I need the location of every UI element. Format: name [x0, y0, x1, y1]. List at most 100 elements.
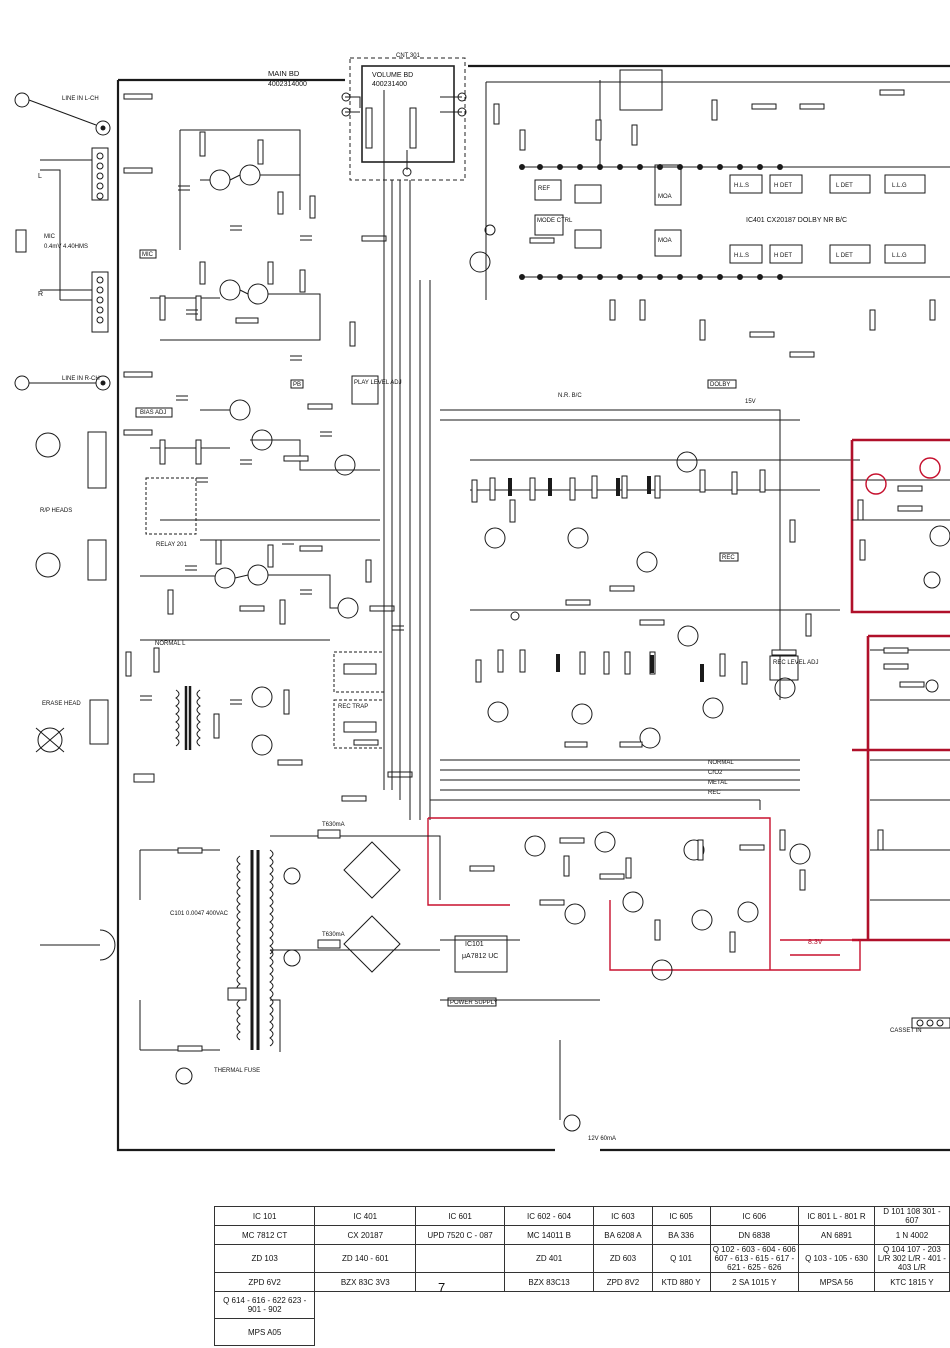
moa-label-lower: MOA — [658, 238, 672, 244]
mic-socket — [15, 229, 27, 253]
v83-label: 8.3V — [808, 939, 823, 946]
table-cell: ZD 401 — [503, 1244, 595, 1273]
llg-label-upper: L.L.G — [892, 183, 907, 189]
table-cell: MPS A05 — [213, 1318, 316, 1346]
volume-pots — [341, 92, 467, 177]
c101-label: C101 0.0047 400VAC — [170, 911, 229, 917]
table-row: ZPD 6V2 BZX 83C 3V3 BZX 83C13 ZPD 8V2 KT… — [213, 1272, 950, 1292]
table-cell: Q 614 - 616 - 622 623 - 901 - 902 — [213, 1291, 316, 1319]
ldet-label-upper: L DET — [836, 183, 853, 189]
bus-lines — [117, 80, 860, 1150]
table-cell: BZX 83C13 — [503, 1272, 595, 1292]
mode-cro2-label: CrO2 — [708, 770, 723, 776]
v12-label: 12V 60mA — [588, 1136, 616, 1142]
table-cell: Q 103 - 105 - 630 — [798, 1244, 875, 1273]
head-connector — [87, 431, 107, 489]
ic101-part-label: μA7812 UC — [462, 953, 498, 960]
ic401-dolby-section — [485, 69, 950, 300]
table-cell: KTD 880 Y — [651, 1272, 711, 1292]
dolby-label: DOLBY — [710, 382, 730, 388]
table-cell: IC 602 - 604 — [503, 1206, 595, 1226]
volume-board-number: 400231400 — [372, 81, 407, 88]
mode-normal-label: NORMAL — [708, 760, 734, 766]
cassette-in-label: CASSET IN — [890, 1028, 922, 1034]
table-row: MPS A05 — [213, 1318, 950, 1346]
table-cell: Q 104 107 - 203 L/R 302 L/R - 401 - 403 … — [873, 1244, 950, 1273]
ldet-label-lower: L DET — [836, 253, 853, 259]
page-number: 7 — [438, 1280, 446, 1295]
table-cell: IC 605 — [651, 1206, 711, 1226]
rec-amp-section — [484, 451, 796, 749]
table-cell: IC 601 — [415, 1206, 505, 1226]
rec-trap — [333, 699, 385, 749]
voltage-15v-label: 15V — [745, 399, 756, 405]
ic401-label: IC401 CX20187 DOLBY NR B/C — [746, 217, 847, 224]
main-board-label: MAIN BD — [268, 69, 300, 78]
table-cell: D 101 108 301 - 607 — [873, 1206, 950, 1226]
bias-oscillator-transformer — [175, 686, 201, 750]
rec-trap-label: REC TRAP — [338, 704, 368, 710]
hls-label-lower: H.L.S — [734, 253, 749, 259]
din-connector-r — [91, 271, 109, 333]
table-cell: AN 6891 — [798, 1225, 875, 1245]
table-row: IC 101 IC 401 IC 601 IC 602 - 604 IC 603… — [213, 1206, 950, 1226]
table-cell: IC 801 L - 801 R — [798, 1206, 875, 1226]
red-outline-sections — [427, 438, 950, 971]
power-supply — [40, 835, 600, 1132]
mode-rec-label: REC — [708, 790, 721, 796]
line-in-l-jack — [95, 120, 111, 136]
ic401-pins — [519, 164, 783, 280]
relay-label: RELAY 201 — [156, 542, 187, 548]
thermal-fuse-label: THERMAL FUSE — [214, 1068, 260, 1074]
table-cell: IC 101 — [213, 1206, 316, 1226]
erase-head — [37, 727, 63, 753]
table-row: Q 614 - 616 - 622 623 - 901 - 902 — [213, 1291, 950, 1319]
ground-symbol-l — [14, 92, 30, 108]
table-cell: MPSA 56 — [798, 1272, 875, 1292]
parts-table: IC 101 IC 401 IC 601 IC 602 - 604 IC 603… — [213, 1206, 950, 1346]
main-board-outline — [116, 64, 950, 1152]
llg-label-lower: L.L.G — [892, 253, 907, 259]
table-cell: IC 606 — [709, 1206, 800, 1226]
mic-box-label: MIC — [142, 252, 154, 258]
main-board-number: 4002314000 — [268, 81, 307, 88]
table-cell: BA 6208 A — [593, 1225, 653, 1245]
erase-head-label: ERASE HEAD — [42, 701, 81, 707]
volume-board-inner — [361, 65, 455, 163]
table-cell: KTC 1815 Y — [873, 1272, 950, 1292]
hdet-label-lower: H DET — [774, 253, 792, 259]
nr-label: N.R. B/C — [558, 393, 582, 399]
rec-level-adj-box — [769, 655, 799, 681]
table-cell — [415, 1272, 505, 1292]
mode-metal-label: METAL — [708, 780, 728, 786]
svg-text:R: R — [38, 291, 43, 298]
table-cell: CX 20187 — [314, 1225, 417, 1245]
ic101-regulator — [454, 935, 508, 973]
moa-label-upper: MOA — [658, 194, 672, 200]
line-in-r-label: LINE IN R-CH — [62, 376, 100, 382]
line-in-l-label: LINE IN L-CH — [62, 96, 99, 102]
table-cell: ZPD 6V2 — [213, 1272, 316, 1292]
rp-head-upper — [35, 432, 61, 458]
power-switch-symbol — [175, 1067, 193, 1085]
bias-adj-label: BIAS ADJ — [140, 410, 166, 416]
din-connector-l — [91, 147, 109, 201]
ground-symbol-r — [14, 375, 30, 391]
table-cell: IC 603 — [593, 1206, 653, 1226]
play-level-adj-label: PLAY LEVEL ADJ — [354, 380, 402, 386]
table-row: ZD 103 ZD 140 - 601 ZD 401 ZD 603 Q 101 … — [213, 1244, 950, 1273]
svg-text:L: L — [38, 173, 42, 180]
table-cell: UPD 7520 C - 087 — [415, 1225, 505, 1245]
table-cell: 1 N 4002 — [873, 1225, 950, 1245]
rec-level-adj-label: REC LEVEL ADJ — [773, 660, 818, 666]
ic101-label: IC101 — [465, 941, 484, 948]
mode-ctrl-label: MODE CTRL — [537, 218, 573, 224]
table-cell: IC 401 — [314, 1206, 417, 1226]
play-level-adj-box — [351, 375, 379, 405]
table-cell: BA 336 — [651, 1225, 711, 1245]
table-cell: MC 7812 CT — [213, 1225, 316, 1245]
preamp-l-section — [140, 129, 380, 756]
volume-board-box — [349, 57, 466, 181]
mic-label: MIC — [44, 234, 56, 240]
